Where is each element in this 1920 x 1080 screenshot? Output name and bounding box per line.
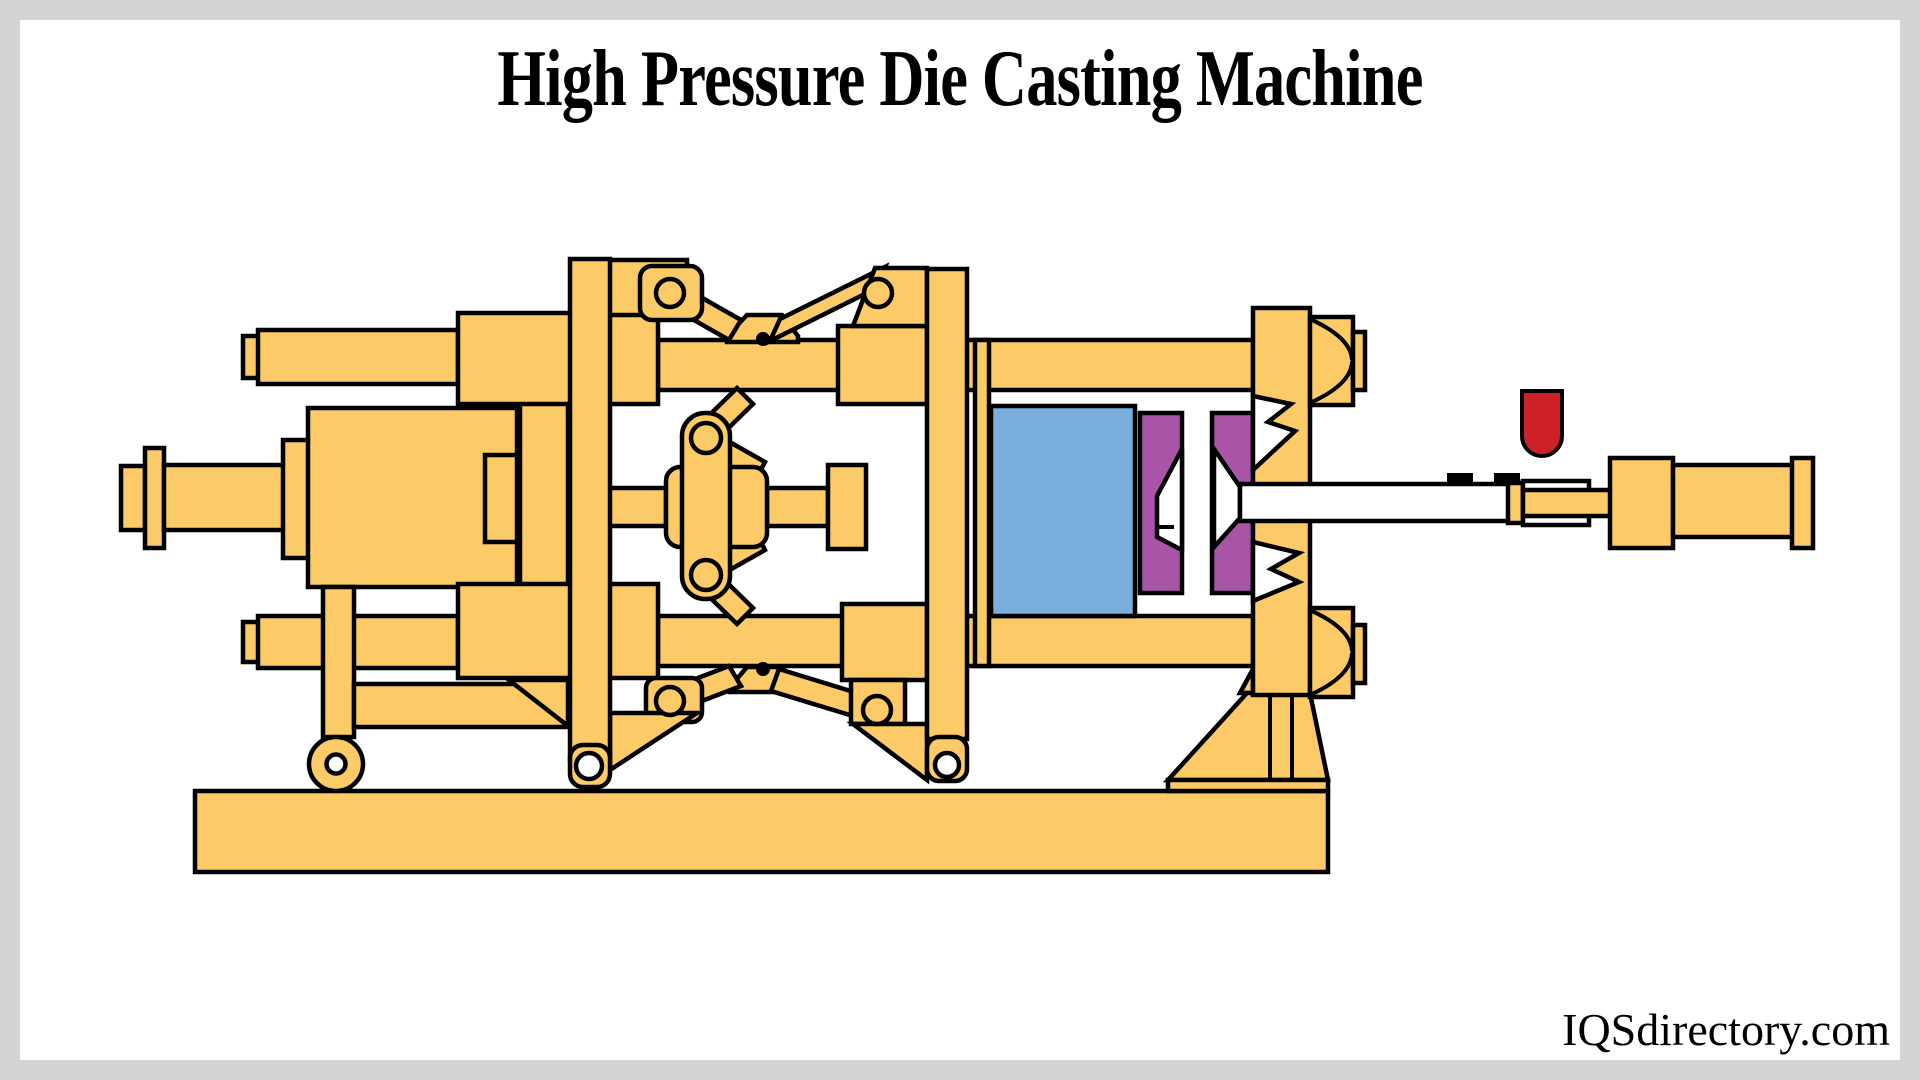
pivot-pin-lower-left xyxy=(653,684,687,718)
piston-collar xyxy=(280,437,313,561)
nut-chamfer-upper xyxy=(1311,318,1354,404)
platens xyxy=(567,256,992,790)
piston-rod-stub xyxy=(118,463,148,533)
nut-chamfer-lower xyxy=(1311,609,1354,696)
watermark-text: IQSdirectory.com xyxy=(1562,1004,1890,1055)
cylinder-boss xyxy=(482,452,520,545)
rear-junction-lower xyxy=(455,581,661,681)
pour-hole-rim-right xyxy=(1494,473,1520,482)
ram-rod-right xyxy=(764,485,831,529)
machine-base xyxy=(192,660,1331,875)
pivot-pin-upper-left xyxy=(653,276,687,310)
toggle-vertical-link xyxy=(679,410,733,602)
clamp-cylinder-body xyxy=(305,405,520,590)
hinge-pin-upper xyxy=(756,332,770,346)
wheel-hub xyxy=(324,752,348,776)
ram-rod-left xyxy=(605,485,669,529)
toggle-mechanism xyxy=(605,257,930,785)
plunger-rod xyxy=(1520,487,1618,519)
rear-junction-upper xyxy=(455,310,661,407)
column-brace-right xyxy=(846,721,930,785)
nut-tip-lower xyxy=(1350,622,1368,686)
tie-bar-left-upper xyxy=(255,327,461,387)
pour-hole-rim-left xyxy=(1447,473,1473,482)
nut-tip-upper xyxy=(1350,329,1368,393)
clamp-cylinder-unit xyxy=(118,327,573,740)
front-push-block xyxy=(825,462,869,552)
stand-plate xyxy=(1165,777,1331,794)
moving-platen xyxy=(924,266,970,742)
die-mount-plate xyxy=(972,337,992,669)
pivot-pin-upper-right xyxy=(861,276,895,310)
die-cavity-left xyxy=(1154,447,1185,552)
knuckle-pin-lower xyxy=(688,557,724,593)
piston-rod-flange xyxy=(142,445,167,551)
cylinder-back-plate xyxy=(517,391,571,609)
rear-foot-pin xyxy=(573,750,605,782)
tie-bar-left-lower xyxy=(255,613,461,671)
front-junction-lower xyxy=(839,601,930,683)
column-brace-left xyxy=(607,710,705,775)
break-cut-upper xyxy=(1250,393,1300,476)
plunger-head-block xyxy=(1607,455,1676,551)
molten-metal-drop xyxy=(1520,389,1564,458)
roller-wheel xyxy=(306,734,366,794)
support-leg xyxy=(320,584,357,740)
knuckle-pin-upper xyxy=(688,420,724,456)
piston-rod xyxy=(161,462,287,533)
rear-platen xyxy=(567,256,613,762)
injection-unit xyxy=(1237,389,1816,551)
die-area xyxy=(988,403,1256,619)
shot-sleeve xyxy=(1237,481,1513,524)
plunger-cylinder xyxy=(1670,462,1796,540)
support-stand xyxy=(1162,690,1331,783)
pivot-pin-lower-right xyxy=(860,693,894,727)
hinge-pin-lower xyxy=(756,662,770,676)
front-junction-upper xyxy=(835,323,930,407)
platen-junction-blocks xyxy=(455,310,930,683)
plunger-end-cap xyxy=(1789,455,1816,551)
moving-foot-pin xyxy=(932,750,962,780)
diagram-title: High Pressure Die Casting Machine xyxy=(497,35,1423,123)
die-mounting-block xyxy=(988,403,1138,619)
break-cut-lower xyxy=(1250,539,1306,605)
